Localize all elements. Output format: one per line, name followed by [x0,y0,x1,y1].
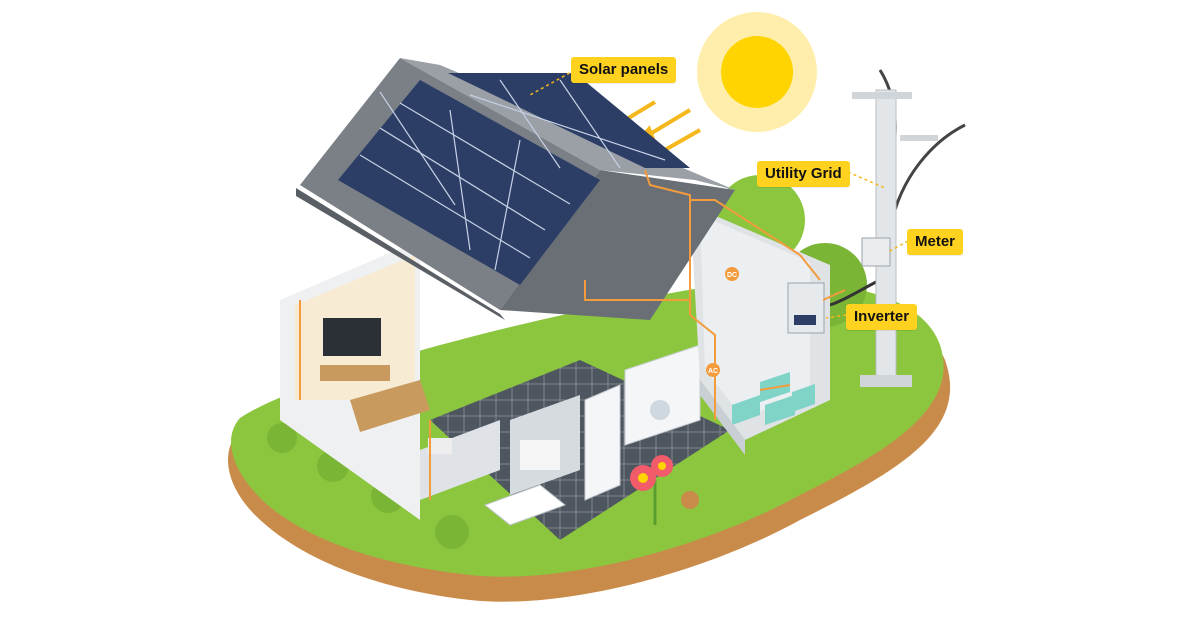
utility-grid-label: Utility Grid [757,161,850,187]
flower-icon [630,455,699,525]
svg-text:DC: DC [727,272,737,279]
ac-marker: AC [706,363,720,377]
sun-icon [697,12,817,132]
wiring [299,169,846,500]
meter-label: Meter [907,229,964,255]
inverter-label: Inverter [846,304,918,330]
battery-icon [732,372,815,425]
svg-text:AC: AC [708,368,718,375]
dc-marker: DC [725,267,739,281]
leader-lines [529,69,909,319]
solar-panels-label: Solar panels [571,57,677,83]
solar-panel-array [338,73,690,285]
inverter-box [787,282,825,334]
